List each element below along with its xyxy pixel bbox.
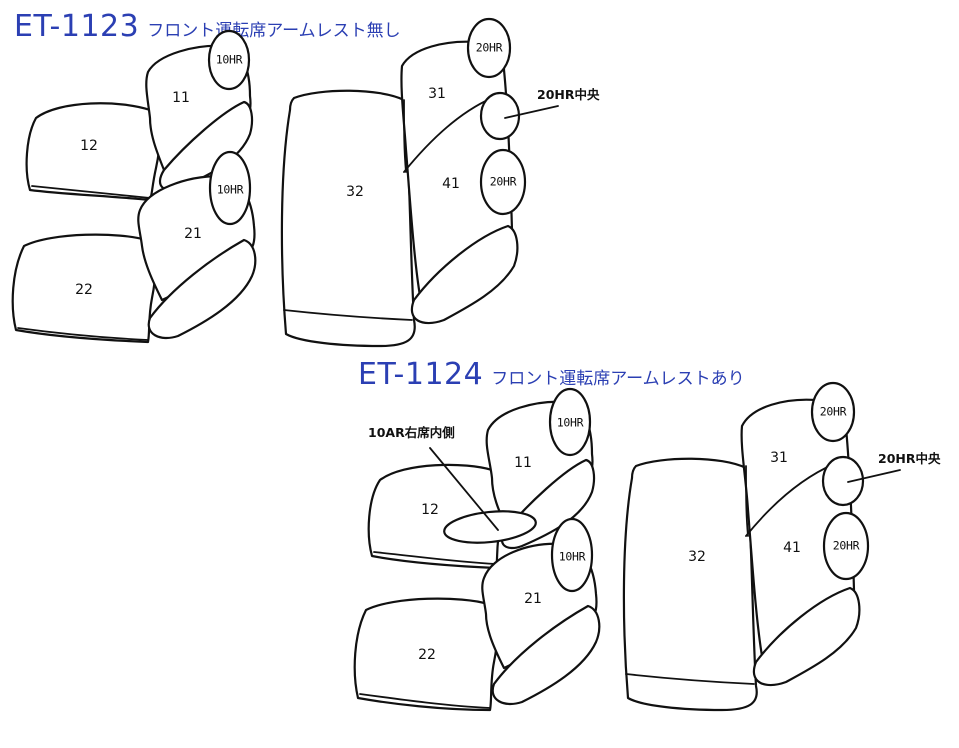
part-21-lower: [491, 604, 601, 706]
headrest-10hr-top: [207, 29, 251, 91]
part-12-seam: [373, 551, 497, 565]
label-20hr-top: 20HR: [820, 405, 847, 419]
part-22-seam: [17, 327, 149, 341]
label-10hr-top: 10HR: [557, 416, 584, 430]
callout-line-20hr-center: [504, 105, 559, 119]
label-12: 12: [421, 502, 439, 518]
label-20hr-bottom: 20HR: [833, 539, 860, 553]
headrest-20hr-center: [821, 455, 865, 507]
diagram-title-et-1124: ET-1124 フロント運転席アームレストあり: [358, 360, 745, 390]
part-41-lower: [410, 224, 519, 325]
part-12-cushion: [25, 102, 162, 202]
label-10hr-bottom: 10HR: [559, 550, 586, 564]
armrest-10ar: [443, 510, 537, 544]
product-description: フロント運転席アームレスト無し: [147, 21, 401, 41]
label-10hr-top: 10HR: [216, 53, 243, 67]
headrest-20hr-top: [810, 381, 856, 443]
callout-line-armrest: [429, 447, 499, 531]
part-32-cushion: [280, 89, 416, 348]
part-22-seam: [359, 693, 491, 709]
seat-set-et-1123: [11, 17, 559, 348]
callout-20hr-center: 20HR中央: [537, 87, 600, 102]
label-11: 11: [172, 90, 190, 106]
label-21: 21: [184, 226, 202, 242]
part-22-cushion: [353, 597, 499, 712]
part-12-seam: [31, 185, 151, 199]
product-code: ET-1124: [358, 357, 484, 392]
part-31-side-seam: [745, 465, 749, 537]
label-41: 41: [783, 540, 801, 556]
label-21: 21: [524, 591, 542, 607]
label-31: 31: [770, 450, 788, 466]
callout-armrest-10ar: 10AR右席内側: [368, 425, 455, 440]
label-32: 32: [688, 549, 706, 565]
label-11: 11: [514, 455, 532, 471]
callout-line-20hr-center: [847, 469, 901, 483]
diagram-title-et-1123: ET-1123 フロント運転席アームレスト無し: [14, 12, 401, 42]
part-31-41-seam: [403, 97, 493, 173]
label-12: 12: [80, 138, 98, 154]
part-31-41-seam: [745, 463, 835, 537]
part-32-seam: [625, 673, 755, 685]
product-description: フロント運転席アームレストあり: [491, 369, 745, 389]
label-41: 41: [442, 176, 460, 192]
label-22: 22: [418, 647, 436, 663]
label-32: 32: [346, 184, 364, 200]
headrest-20hr-bottom: [822, 511, 870, 581]
label-10hr-bottom: 10HR: [217, 183, 244, 197]
label-22: 22: [75, 282, 93, 298]
headrest-10hr-bottom: [208, 150, 252, 226]
headrest-10hr-top: [548, 387, 592, 457]
part-32-cushion: [622, 457, 758, 712]
headrest-20hr-bottom: [479, 148, 527, 216]
label-20hr-bottom: 20HR: [490, 175, 517, 189]
label-20hr-top: 20HR: [476, 41, 503, 55]
label-31: 31: [428, 86, 446, 102]
headrest-20hr-center: [479, 91, 521, 141]
part-41-lower: [752, 586, 861, 687]
product-code: ET-1123: [14, 9, 140, 44]
part-31-side-seam: [403, 99, 407, 173]
headrest-20hr-top: [466, 17, 512, 79]
callout-20hr-center: 20HR中央: [878, 451, 941, 466]
headrest-10hr-bottom: [550, 517, 594, 593]
part-21-lower: [147, 238, 257, 340]
part-32-seam: [283, 309, 413, 321]
seat-set-et-1124: [353, 381, 901, 712]
